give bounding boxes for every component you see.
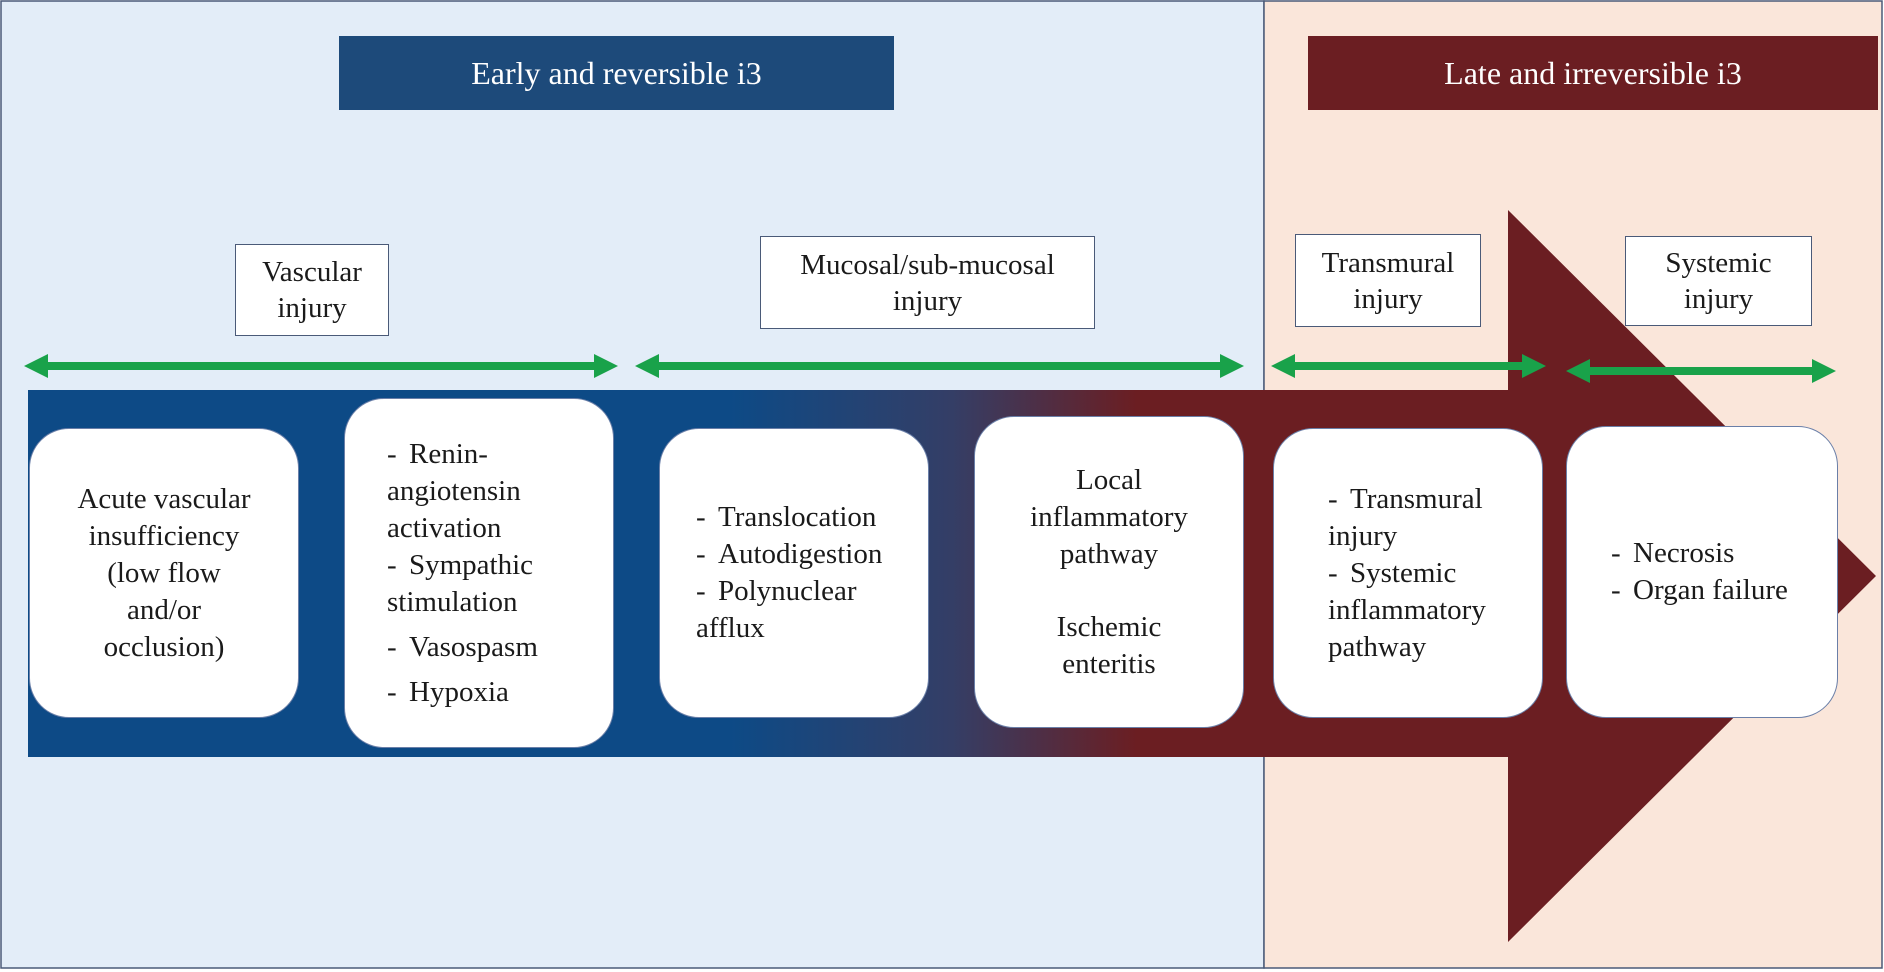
necrosis-list: -Necrosis -Organ failure	[1611, 535, 1788, 609]
late-phase-title: Late and irreversible i3	[1444, 54, 1742, 91]
renin-list: -Renin- angiotensin activation -Sympathi…	[387, 436, 538, 711]
early-phase-banner: Early and reversible i3	[339, 36, 894, 110]
card-acute-vascular-insufficiency: Acute vascular insufficiency (low flow a…	[29, 428, 299, 718]
card-translocation: -Translocation -Autodigestion -Polynucle…	[659, 428, 929, 718]
card-transmural: -Transmural injury -Systemic inflammator…	[1273, 428, 1543, 718]
list-item: -Translocation	[696, 501, 877, 533]
list-item: -Polynuclear	[696, 575, 857, 607]
card-renin-angiotensin: -Renin- angiotensin activation -Sympathi…	[344, 398, 614, 748]
list-item: -Vasospasm	[387, 630, 538, 663]
card-local-inflammatory: Local inflammatory pathway Ischemic ente…	[974, 416, 1244, 728]
list-item: -Transmural	[1328, 482, 1483, 515]
list-item: -Renin-	[387, 437, 488, 470]
mucosal-injury-label: Mucosal/sub-mucosal injury	[760, 236, 1095, 329]
systemic-injury-label: Systemic injury	[1625, 236, 1812, 326]
progression-arrow	[28, 210, 1876, 942]
list-item: -Autodigestion	[696, 538, 883, 570]
card-necrosis: -Necrosis -Organ failure	[1566, 426, 1838, 718]
list-item: -Systemic	[1328, 556, 1457, 589]
list-item: -Necrosis	[1611, 537, 1735, 569]
vascular-injury-label: Vascular injury	[235, 244, 389, 336]
transmural-list: -Transmural injury -Systemic inflammator…	[1328, 482, 1486, 663]
transmural-injury-label: Transmural injury	[1295, 234, 1481, 327]
early-phase-title: Early and reversible i3	[471, 54, 762, 91]
list-item: -Hypoxia	[387, 675, 509, 708]
list-item: -Organ failure	[1611, 574, 1788, 606]
translocation-list: -Translocation -Autodigestion -Polynucle…	[696, 501, 883, 644]
late-phase-banner: Late and irreversible i3	[1308, 36, 1878, 110]
list-item: -Sympathic	[387, 548, 534, 581]
